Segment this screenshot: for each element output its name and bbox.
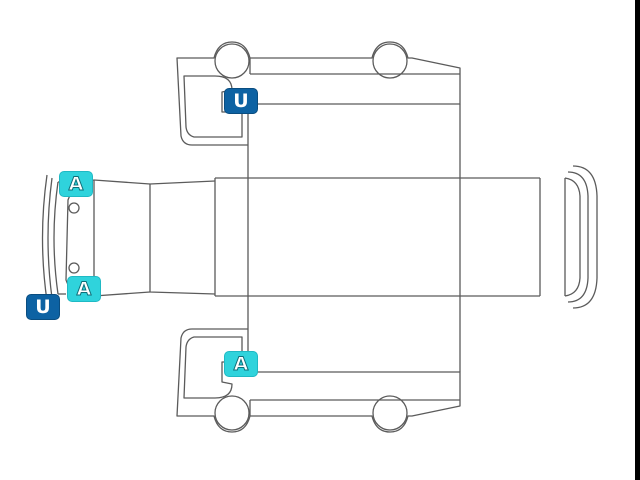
marker-u-top-door[interactable]: U	[224, 88, 258, 114]
vehicle-side-bottom	[176, 296, 461, 433]
frame-edge	[635, 0, 640, 480]
marker-a-front-lower[interactable]: A	[67, 276, 101, 302]
marker-a-front-upper[interactable]: A	[59, 171, 93, 197]
vehicle-roof-panel	[214, 177, 540, 297]
marker-a-bottom-door[interactable]: A	[224, 351, 258, 377]
vehicle-rear-panel	[539, 165, 598, 309]
vehicle-side-top	[176, 41, 461, 178]
marker-u-front-left[interactable]: U	[26, 294, 60, 320]
